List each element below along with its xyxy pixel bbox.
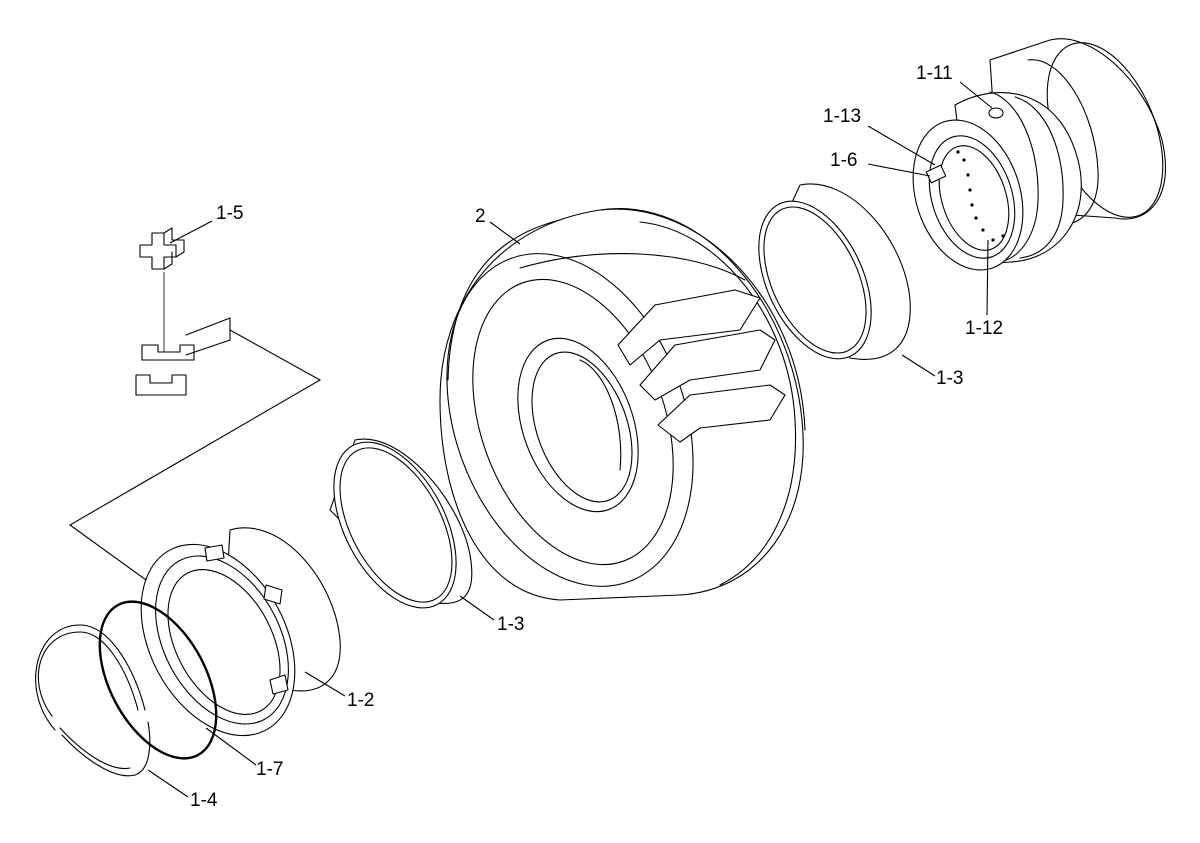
leader-lines xyxy=(147,81,993,798)
callout-1-3-right: 1-3 xyxy=(936,368,963,389)
callout-1-5: 1-5 xyxy=(216,203,243,224)
callout-labels: 1-11 1-13 1-6 1-5 2 1-12 1-3 1-3 1-2 1-7… xyxy=(190,63,1003,811)
tire xyxy=(439,208,806,601)
o-ring-1-7 xyxy=(98,600,218,760)
snap-ring-1-4 xyxy=(35,624,151,777)
valve-1-6 xyxy=(925,150,1005,242)
callout-1-4: 1-4 xyxy=(190,790,218,811)
callout-1-12: 1-12 xyxy=(965,318,1003,339)
flap-ring-left xyxy=(329,438,473,609)
callout-1-11: 1-11 xyxy=(916,63,953,84)
callout-1-7: 1-7 xyxy=(256,759,283,780)
side-ring-1-2 xyxy=(140,527,341,737)
callout-1-2: 1-2 xyxy=(347,690,374,711)
callout-2: 2 xyxy=(475,206,486,227)
callout-1-3-left: 1-3 xyxy=(497,614,524,635)
flap-ring-right xyxy=(758,183,911,360)
rim-assembly xyxy=(912,38,1167,271)
callout-1-6: 1-6 xyxy=(830,150,857,171)
callout-1-13: 1-13 xyxy=(823,106,861,127)
lock-ring-1-5 xyxy=(68,227,322,591)
